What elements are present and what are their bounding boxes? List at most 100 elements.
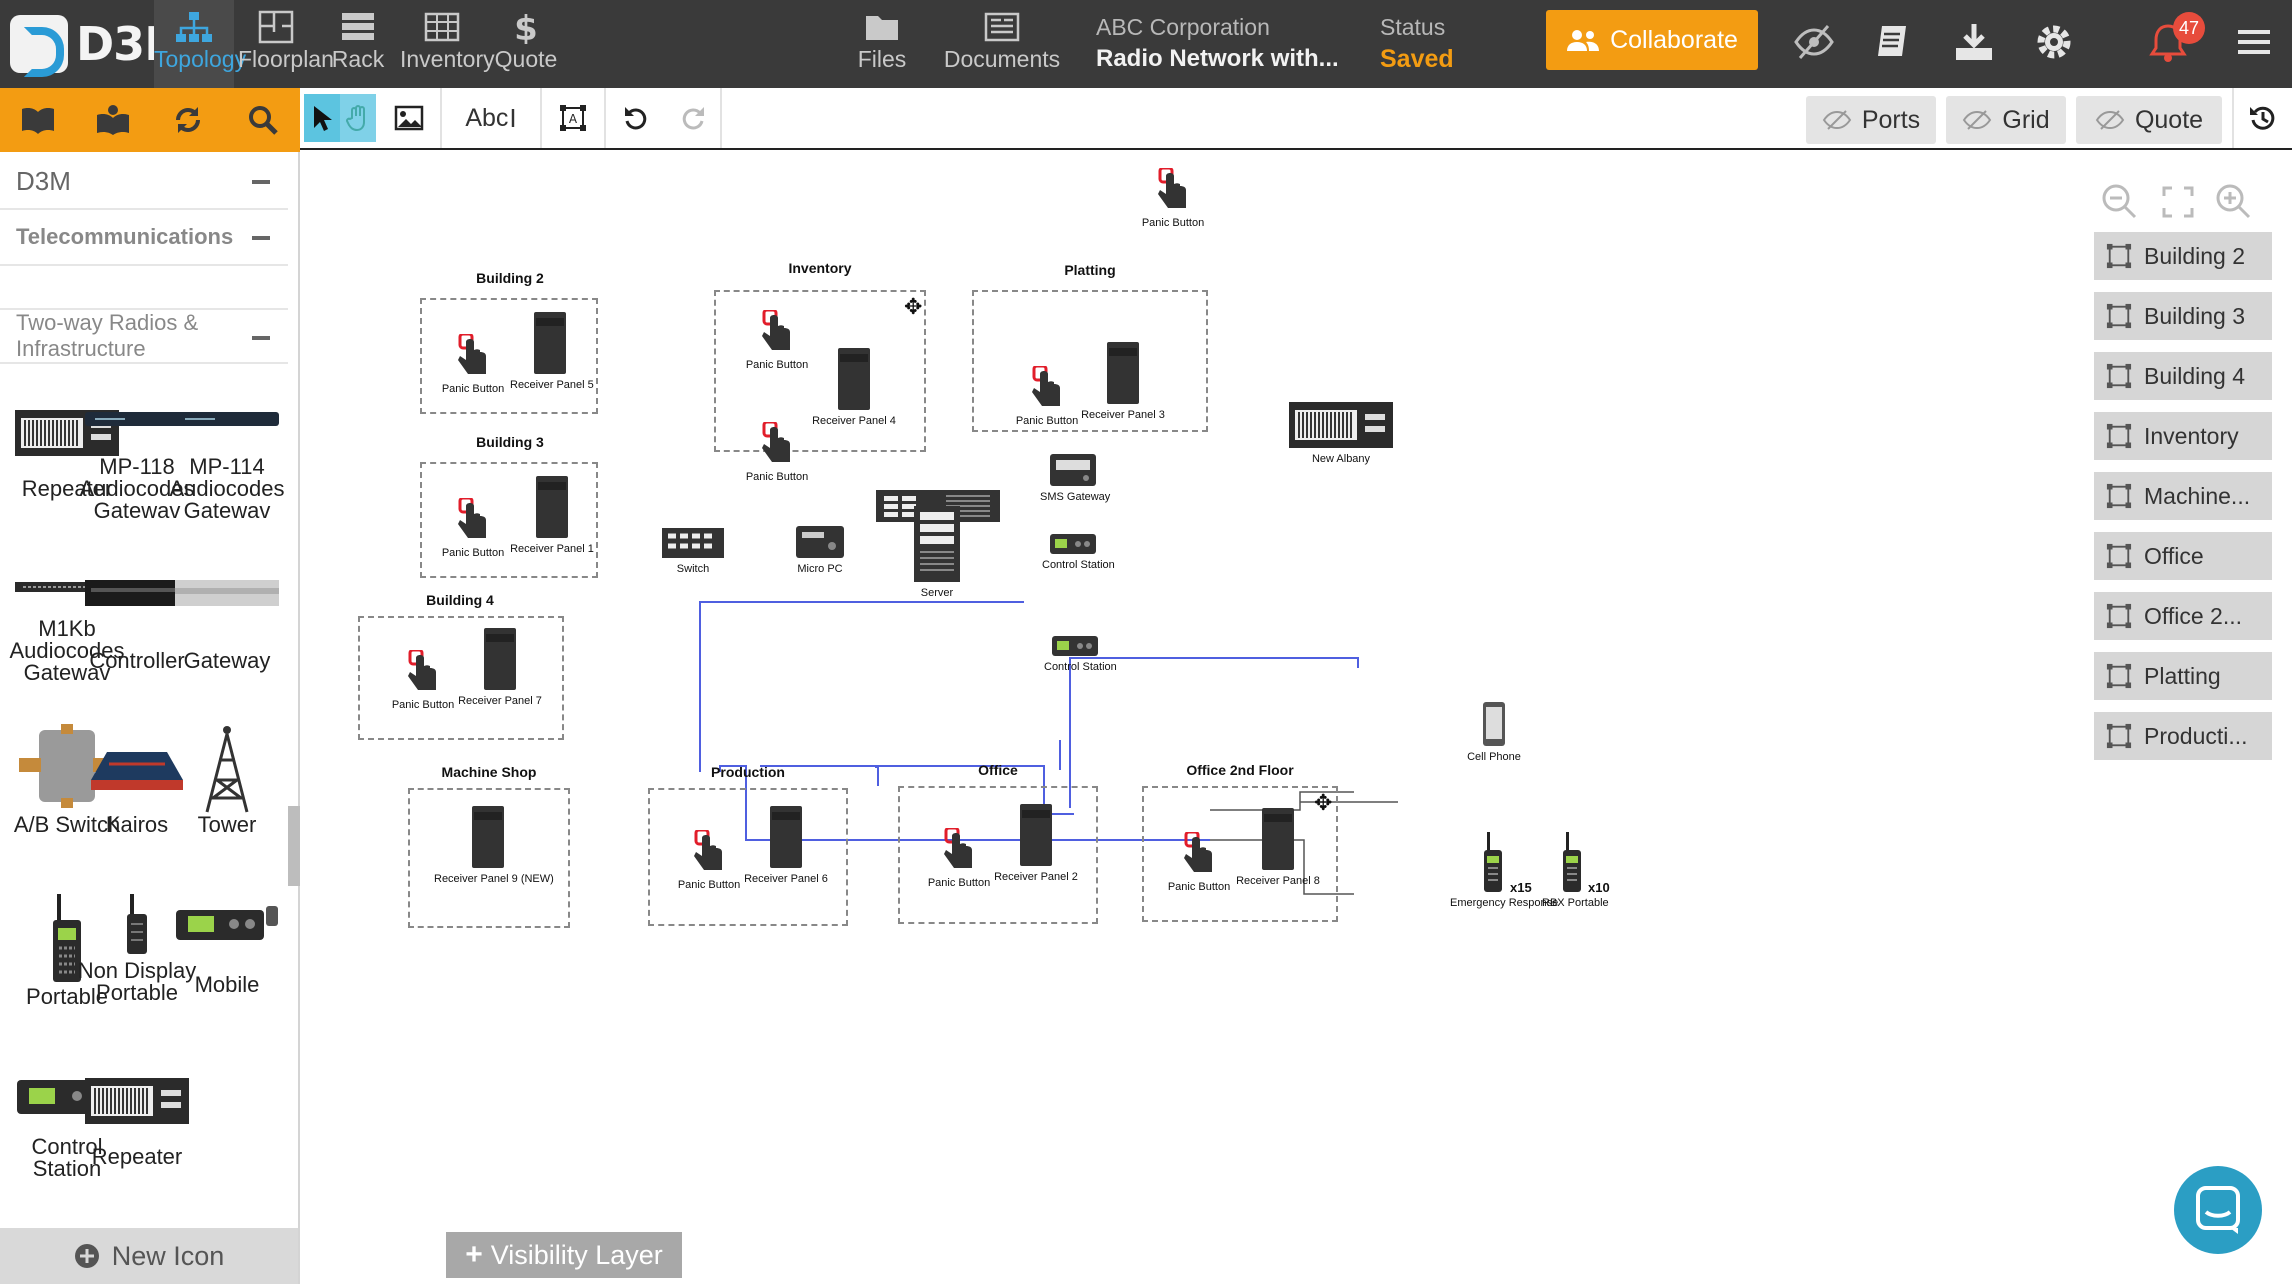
palette-scrollbar[interactable]: [288, 806, 300, 886]
device-rbx-portable[interactable]: x10 RBX Portable: [1542, 832, 1610, 909]
device-receiver-panel[interactable]: Receiver Panel 6: [740, 806, 832, 885]
eye-slash-icon[interactable]: [1792, 20, 1836, 64]
device-receiver-panel[interactable]: Receiver Panel 5: [510, 312, 594, 391]
palette-item-kairos[interactable]: Kairos: [72, 724, 202, 836]
fit-screen-icon[interactable]: [2158, 182, 2198, 222]
device-control-station-2[interactable]: Control Station: [1044, 636, 1117, 673]
download-icon[interactable]: [1952, 20, 1996, 64]
device-emergency-response-portable[interactable]: x15 Emergency Response: [1450, 832, 1558, 909]
layer-item[interactable]: Inventory: [2094, 412, 2272, 460]
group-button[interactable]: A: [542, 88, 606, 148]
search-button[interactable]: [225, 88, 300, 152]
tab-documents[interactable]: Documents: [942, 0, 1062, 88]
project-info[interactable]: ABC Corporation Radio Network with...: [1096, 14, 1376, 73]
insert-image-button[interactable]: [378, 88, 442, 148]
hamburger-menu-icon[interactable]: [2232, 20, 2276, 64]
layer-item[interactable]: Office 2...: [2094, 592, 2272, 640]
group-production[interactable]: [648, 788, 848, 926]
group-building-4[interactable]: [358, 616, 564, 740]
device-panic-button[interactable]: Panic Button: [744, 420, 810, 483]
layer-item[interactable]: Office: [2094, 532, 2272, 580]
palette-item-gateway[interactable]: Gateway: [162, 580, 292, 672]
tab-quote[interactable]: $ Quote: [486, 0, 566, 88]
undo-button[interactable]: [606, 88, 666, 148]
device-panic-button[interactable]: Panic Button: [744, 308, 810, 371]
device-receiver-panel[interactable]: Receiver Panel 7: [456, 628, 544, 707]
device-sms-gateway[interactable]: SMS Gateway: [1040, 454, 1110, 503]
device-receiver-panel[interactable]: Receiver Panel 4: [812, 348, 896, 427]
palette-item-tower[interactable]: Tower: [162, 724, 292, 836]
collapse-icon[interactable]: [252, 236, 270, 240]
device-receiver-panel[interactable]: Receiver Panel 9 (NEW): [434, 806, 554, 885]
gear-icon[interactable]: [2032, 20, 2076, 64]
tab-rack[interactable]: Rack: [318, 0, 398, 88]
palette-item-mp-118[interactable]: MP-118 Audiocodes Gatewav: [72, 410, 202, 522]
refresh-button[interactable]: [150, 88, 225, 152]
group-platting[interactable]: [972, 290, 1208, 432]
tab-files[interactable]: Files: [842, 0, 922, 88]
device-receiver-panel[interactable]: Receiver Panel 2: [990, 804, 1082, 883]
palette-item-mobile[interactable]: Mobile: [162, 894, 292, 996]
ports-toggle[interactable]: Ports: [1806, 96, 1936, 144]
device-panic-button-standalone[interactable]: Panic Button: [1138, 166, 1208, 229]
zoom-in-icon[interactable]: [2214, 182, 2254, 222]
add-visibility-layer-button[interactable]: + Visibility Layer: [446, 1232, 682, 1278]
insert-text-button[interactable]: Abc I: [442, 88, 542, 148]
group-building-3[interactable]: [420, 462, 598, 578]
collapse-icon[interactable]: [252, 180, 270, 184]
chat-launcher-button[interactable]: [2174, 1166, 2262, 1254]
layer-item[interactable]: Building 4: [2094, 352, 2272, 400]
book-icon[interactable]: [1872, 20, 1916, 64]
palette-item-mp-114[interactable]: MP-114 Audiocodes Gatewav: [162, 410, 292, 522]
group-building-2[interactable]: [420, 298, 598, 414]
device-panic-button[interactable]: Panic Button: [390, 648, 456, 711]
history-button[interactable]: [2232, 88, 2292, 148]
tab-topology[interactable]: Topology: [154, 0, 246, 88]
library-button[interactable]: [0, 88, 75, 152]
palette-item-m1kb[interactable]: M1Kb Audiocodes Gatewav: [2, 580, 132, 684]
move-handle-icon[interactable]: ✥: [904, 294, 923, 319]
device-panic-button[interactable]: Panic Button: [1166, 830, 1232, 893]
palette-category-section[interactable]: Telecommunications: [0, 210, 288, 266]
topology-canvas[interactable]: Building 2 Inventory Platting Building 3…: [300, 150, 2292, 1284]
group-inventory[interactable]: [714, 290, 926, 452]
device-micro-pc[interactable]: Micro PC: [792, 526, 848, 575]
palette-root-section[interactable]: D3M: [0, 154, 288, 210]
group-office-2nd-floor[interactable]: [1142, 786, 1338, 922]
palette-item-portable[interactable]: Portable: [2, 894, 132, 1008]
tab-floorplan[interactable]: Floorplan: [238, 0, 334, 88]
device-panic-button[interactable]: Panic Button: [926, 826, 992, 889]
device-switch[interactable]: Switch: [660, 528, 726, 575]
new-icon-button[interactable]: New Icon: [0, 1228, 298, 1284]
user-library-button[interactable]: [75, 88, 150, 152]
move-handle-icon[interactable]: ✥: [1314, 790, 1333, 815]
layer-item[interactable]: Platting: [2094, 652, 2272, 700]
palette-item-controller[interactable]: Controller: [72, 580, 202, 672]
select-tool-button[interactable]: [304, 94, 340, 142]
device-receiver-panel[interactable]: Receiver Panel 8: [1232, 808, 1324, 887]
redo-button[interactable]: [666, 88, 722, 148]
quote-toggle[interactable]: Quote: [2076, 96, 2222, 144]
palette-item-non-display-portable[interactable]: Non Display Portable: [72, 894, 202, 1004]
grid-toggle[interactable]: Grid: [1946, 96, 2066, 144]
zoom-out-icon[interactable]: [2100, 182, 2140, 222]
layer-item[interactable]: Building 3: [2094, 292, 2272, 340]
layer-item[interactable]: Producti...: [2094, 712, 2272, 760]
device-panic-button[interactable]: Panic Button: [1014, 364, 1080, 427]
collaborate-button[interactable]: Collaborate: [1546, 10, 1758, 70]
device-new-albany-repeater[interactable]: New Albany: [1286, 402, 1396, 465]
palette-item-repeater-2[interactable]: Repeater: [72, 1078, 202, 1168]
group-machine-shop[interactable]: [408, 788, 570, 928]
tab-inventory[interactable]: Inventory: [400, 0, 495, 88]
device-panic-button[interactable]: Panic Button: [440, 496, 506, 559]
device-control-station-1[interactable]: Control Station: [1042, 534, 1115, 571]
device-cell-phone[interactable]: Cell Phone: [1464, 702, 1524, 763]
device-receiver-panel[interactable]: Receiver Panel 1: [510, 476, 594, 555]
device-panic-button[interactable]: Panic Button: [676, 828, 742, 891]
collapse-icon[interactable]: [252, 336, 270, 340]
pan-tool-button[interactable]: [340, 94, 376, 142]
palette-subcategory-section[interactable]: Two-way Radios & Infrastructure: [0, 308, 288, 364]
group-office[interactable]: [898, 786, 1098, 924]
device-receiver-panel[interactable]: Receiver Panel 3: [1078, 342, 1168, 421]
layer-item[interactable]: Building 2: [2094, 232, 2272, 280]
